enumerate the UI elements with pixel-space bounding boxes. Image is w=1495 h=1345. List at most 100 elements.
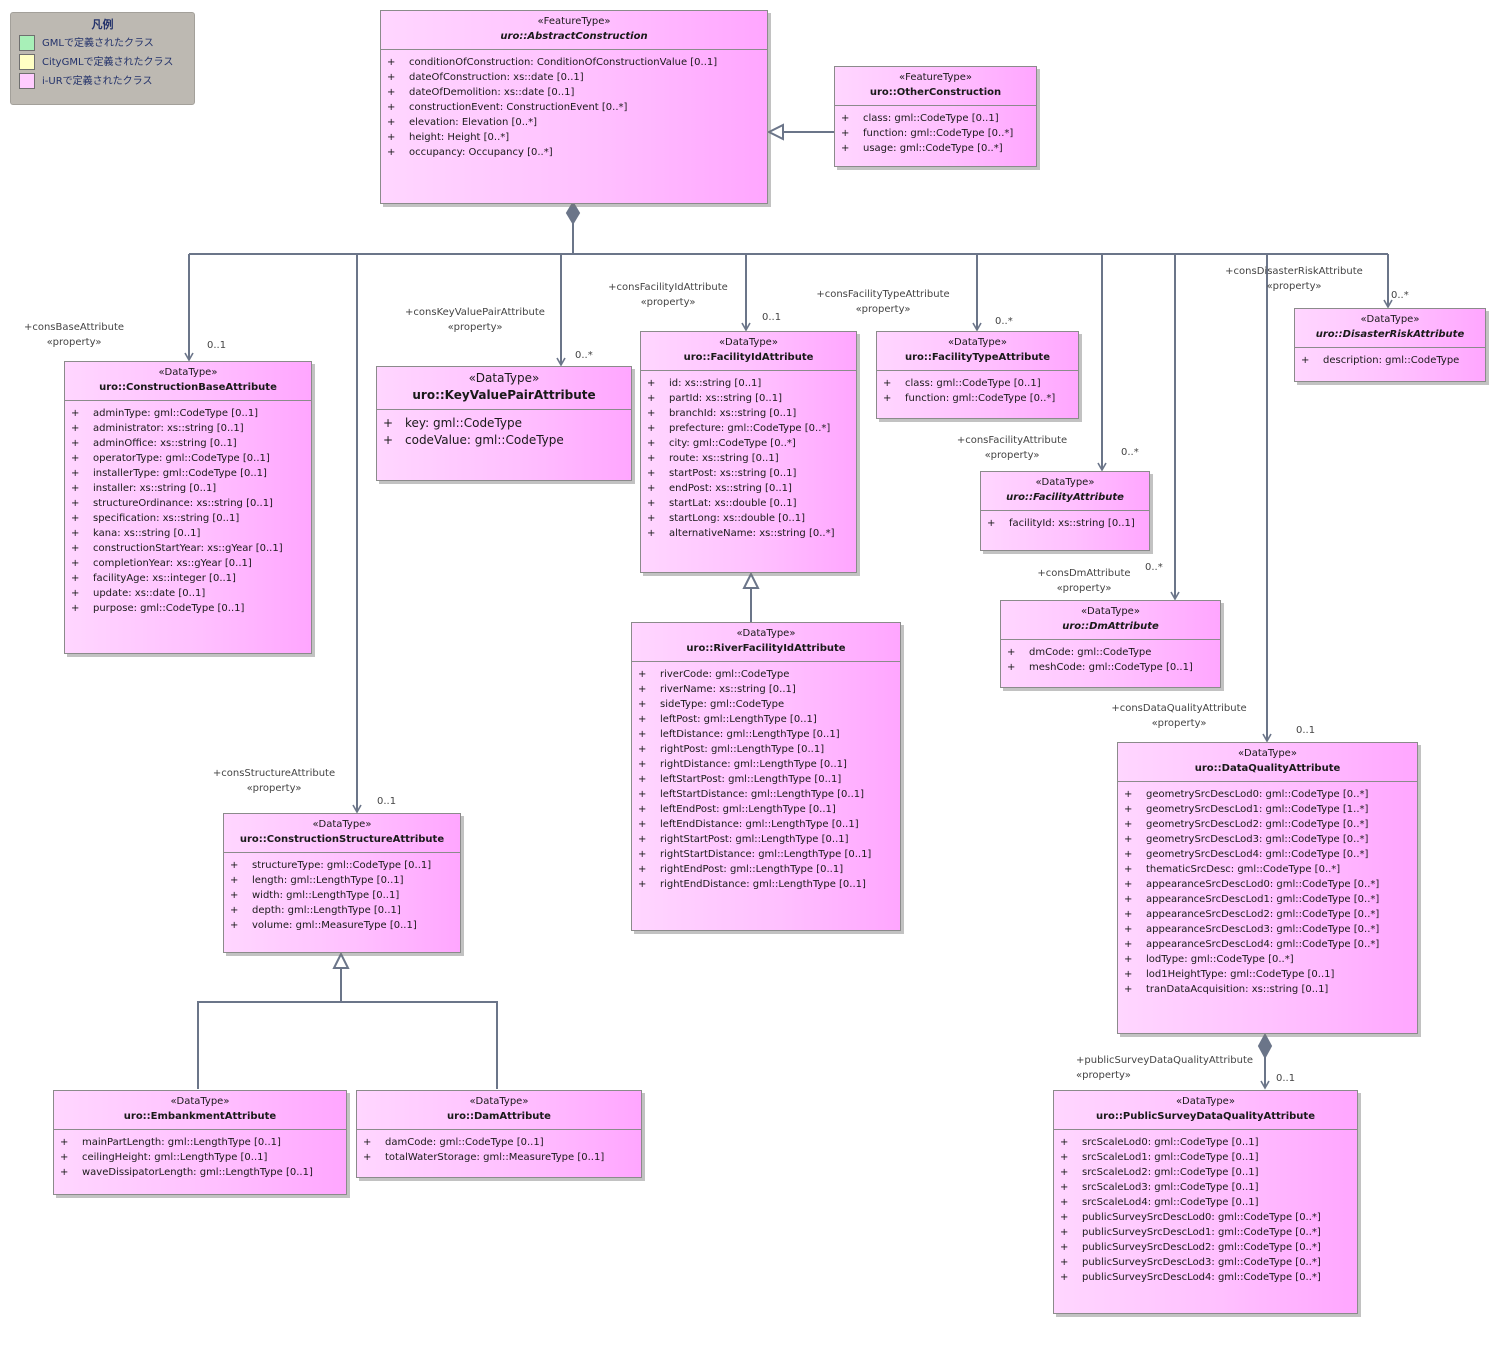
class-attribute[interactable]: +appearanceSrcDescLod2: gml::CodeType [0… xyxy=(1124,907,1411,922)
class-attribute[interactable]: +waveDissipatorLength: gml::LengthType [… xyxy=(60,1165,340,1180)
class-attribute[interactable]: +id: xs::string [0..1] xyxy=(647,376,850,391)
class-facility-id-attribute[interactable]: «DataType»uro::FacilityIdAttribute+id: x… xyxy=(640,331,857,573)
class-attribute[interactable]: +rightEndPost: gml::LengthType [0..1] xyxy=(638,862,894,877)
class-attribute[interactable]: +publicSurveySrcDescLod3: gml::CodeType … xyxy=(1060,1255,1351,1270)
class-attribute[interactable]: +endPost: xs::string [0..1] xyxy=(647,481,850,496)
class-attribute[interactable]: +rightPost: gml::LengthType [0..1] xyxy=(638,742,894,757)
class-attribute[interactable]: +administrator: xs::string [0..1] xyxy=(71,421,305,436)
class-attribute[interactable]: +codeValue: gml::CodeType xyxy=(383,432,625,449)
class-attribute[interactable]: +kana: xs::string [0..1] xyxy=(71,526,305,541)
class-attribute[interactable]: +srcScaleLod2: gml::CodeType [0..1] xyxy=(1060,1165,1351,1180)
class-attribute[interactable]: +rightEndDistance: gml::LengthType [0..1… xyxy=(638,877,894,892)
class-abstract-construction[interactable]: «FeatureType»uro::AbstractConstruction+c… xyxy=(380,10,768,204)
class-attribute[interactable]: +rightStartDistance: gml::LengthType [0.… xyxy=(638,847,894,862)
class-construction-base-attribute[interactable]: «DataType»uro::ConstructionBaseAttribute… xyxy=(64,361,312,654)
class-attribute[interactable]: +leftEndDistance: gml::LengthType [0..1] xyxy=(638,817,894,832)
class-attribute[interactable]: +publicSurveySrcDescLod4: gml::CodeType … xyxy=(1060,1270,1351,1285)
class-attribute[interactable]: +branchId: xs::string [0..1] xyxy=(647,406,850,421)
class-attribute[interactable]: +leftPost: gml::LengthType [0..1] xyxy=(638,712,894,727)
class-attribute[interactable]: +facilityAge: xs::integer [0..1] xyxy=(71,571,305,586)
class-attribute[interactable]: +specification: xs::string [0..1] xyxy=(71,511,305,526)
class-embankment-attribute[interactable]: «DataType»uro::EmbankmentAttribute+mainP… xyxy=(53,1090,347,1195)
class-attribute[interactable]: +class: gml::CodeType [0..1] xyxy=(883,376,1072,391)
class-attribute[interactable]: +appearanceSrcDescLod0: gml::CodeType [0… xyxy=(1124,877,1411,892)
class-attribute[interactable]: +publicSurveySrcDescLod2: gml::CodeType … xyxy=(1060,1240,1351,1255)
class-data-quality-attribute[interactable]: «DataType»uro::DataQualityAttribute+geom… xyxy=(1117,742,1418,1034)
class-attribute[interactable]: +startLong: xs::double [0..1] xyxy=(647,511,850,526)
class-attribute[interactable]: +facilityId: xs::string [0..1] xyxy=(987,516,1143,531)
class-attribute[interactable]: +meshCode: gml::CodeType [0..1] xyxy=(1007,660,1214,675)
class-attribute[interactable]: +geometrySrcDescLod0: gml::CodeType [0..… xyxy=(1124,787,1411,802)
class-attribute[interactable]: +width: gml::LengthType [0..1] xyxy=(230,888,454,903)
class-dm-attribute[interactable]: «DataType»uro::DmAttribute+dmCode: gml::… xyxy=(1000,600,1221,688)
class-attribute[interactable]: +usage: gml::CodeType [0..*] xyxy=(841,141,1030,156)
class-attribute[interactable]: +leftDistance: gml::LengthType [0..1] xyxy=(638,727,894,742)
class-dam-attribute[interactable]: «DataType»uro::DamAttribute+damCode: gml… xyxy=(356,1090,642,1178)
class-attribute[interactable]: +constructionStartYear: xs::gYear [0..1] xyxy=(71,541,305,556)
class-attribute[interactable]: +lodType: gml::CodeType [0..*] xyxy=(1124,952,1411,967)
class-attribute[interactable]: +srcScaleLod1: gml::CodeType [0..1] xyxy=(1060,1150,1351,1165)
class-other-construction[interactable]: «FeatureType»uro::OtherConstruction+clas… xyxy=(834,66,1037,167)
class-attribute[interactable]: +adminType: gml::CodeType [0..1] xyxy=(71,406,305,421)
class-attribute[interactable]: +ceilingHeight: gml::LengthType [0..1] xyxy=(60,1150,340,1165)
class-attribute[interactable]: +geometrySrcDescLod2: gml::CodeType [0..… xyxy=(1124,817,1411,832)
class-attribute[interactable]: +totalWaterStorage: gml::MeasureType [0.… xyxy=(363,1150,635,1165)
class-attribute[interactable]: +appearanceSrcDescLod1: gml::CodeType [0… xyxy=(1124,892,1411,907)
class-attribute[interactable]: +completionYear: xs::gYear [0..1] xyxy=(71,556,305,571)
class-attribute[interactable]: +adminOffice: xs::string [0..1] xyxy=(71,436,305,451)
class-attribute[interactable]: +riverCode: gml::CodeType xyxy=(638,667,894,682)
class-attribute[interactable]: +leftStartDistance: gml::LengthType [0..… xyxy=(638,787,894,802)
class-attribute[interactable]: +dateOfDemolition: xs::date [0..1] xyxy=(387,85,761,100)
class-attribute[interactable]: +function: gml::CodeType [0..*] xyxy=(841,126,1030,141)
class-attribute[interactable]: +publicSurveySrcDescLod0: gml::CodeType … xyxy=(1060,1210,1351,1225)
class-attribute[interactable]: +height: Height [0..*] xyxy=(387,130,761,145)
class-attribute[interactable]: +leftStartPost: gml::LengthType [0..1] xyxy=(638,772,894,787)
class-attribute[interactable]: +srcScaleLod4: gml::CodeType [0..1] xyxy=(1060,1195,1351,1210)
class-attribute[interactable]: +tranDataAcquisition: xs::string [0..1] xyxy=(1124,982,1411,997)
class-attribute[interactable]: +structureOrdinance: xs::string [0..1] xyxy=(71,496,305,511)
class-attribute[interactable]: +thematicSrcDesc: gml::CodeType [0..*] xyxy=(1124,862,1411,877)
class-attribute[interactable]: +damCode: gml::CodeType [0..1] xyxy=(363,1135,635,1150)
class-attribute[interactable]: +sideType: gml::CodeType xyxy=(638,697,894,712)
class-attribute[interactable]: +alternativeName: xs::string [0..*] xyxy=(647,526,850,541)
class-attribute[interactable]: +startPost: xs::string [0..1] xyxy=(647,466,850,481)
class-attribute[interactable]: +description: gml::CodeType xyxy=(1301,353,1479,368)
class-attribute[interactable]: +rightStartPost: gml::LengthType [0..1] xyxy=(638,832,894,847)
class-attribute[interactable]: +mainPartLength: gml::LengthType [0..1] xyxy=(60,1135,340,1150)
class-attribute[interactable]: +operatorType: gml::CodeType [0..1] xyxy=(71,451,305,466)
class-attribute[interactable]: +city: gml::CodeType [0..*] xyxy=(647,436,850,451)
class-public-survey-data-quality-attribute[interactable]: «DataType»uro::PublicSurveyDataQualityAt… xyxy=(1053,1090,1358,1314)
class-attribute[interactable]: +geometrySrcDescLod3: gml::CodeType [0..… xyxy=(1124,832,1411,847)
class-attribute[interactable]: +function: gml::CodeType [0..*] xyxy=(883,391,1072,406)
class-attribute[interactable]: +dmCode: gml::CodeType xyxy=(1007,645,1214,660)
class-key-value-pair-attribute[interactable]: «DataType»uro::KeyValuePairAttribute+key… xyxy=(376,366,632,481)
class-attribute[interactable]: +route: xs::string [0..1] xyxy=(647,451,850,466)
class-attribute[interactable]: +installerType: gml::CodeType [0..1] xyxy=(71,466,305,481)
class-attribute[interactable]: +occupancy: Occupancy [0..*] xyxy=(387,145,761,160)
class-attribute[interactable]: +update: xs::date [0..1] xyxy=(71,586,305,601)
class-facility-attribute[interactable]: «DataType»uro::FacilityAttribute+facilit… xyxy=(980,471,1150,551)
class-river-facility-id-attribute[interactable]: «DataType»uro::RiverFacilityIdAttribute+… xyxy=(631,622,901,931)
class-attribute[interactable]: +srcScaleLod0: gml::CodeType [0..1] xyxy=(1060,1135,1351,1150)
class-attribute[interactable]: +publicSurveySrcDescLod1: gml::CodeType … xyxy=(1060,1225,1351,1240)
class-attribute[interactable]: +riverName: xs::string [0..1] xyxy=(638,682,894,697)
class-attribute[interactable]: +prefecture: gml::CodeType [0..*] xyxy=(647,421,850,436)
class-facility-type-attribute[interactable]: «DataType»uro::FacilityTypeAttribute+cla… xyxy=(876,331,1079,419)
class-attribute[interactable]: +startLat: xs::double [0..1] xyxy=(647,496,850,511)
class-attribute[interactable]: +purpose: gml::CodeType [0..1] xyxy=(71,601,305,616)
class-attribute[interactable]: +structureType: gml::CodeType [0..1] xyxy=(230,858,454,873)
class-attribute[interactable]: +leftEndPost: gml::LengthType [0..1] xyxy=(638,802,894,817)
class-attribute[interactable]: +appearanceSrcDescLod3: gml::CodeType [0… xyxy=(1124,922,1411,937)
class-attribute[interactable]: +conditionOfConstruction: ConditionOfCon… xyxy=(387,55,761,70)
class-attribute[interactable]: +appearanceSrcDescLod4: gml::CodeType [0… xyxy=(1124,937,1411,952)
class-attribute[interactable]: +key: gml::CodeType xyxy=(383,415,625,432)
class-attribute[interactable]: +srcScaleLod3: gml::CodeType [0..1] xyxy=(1060,1180,1351,1195)
class-attribute[interactable]: +rightDistance: gml::LengthType [0..1] xyxy=(638,757,894,772)
class-attribute[interactable]: +length: gml::LengthType [0..1] xyxy=(230,873,454,888)
class-disaster-risk-attribute[interactable]: «DataType»uro::DisasterRiskAttribute+des… xyxy=(1294,308,1486,382)
class-attribute[interactable]: +depth: gml::LengthType [0..1] xyxy=(230,903,454,918)
class-attribute[interactable]: +installer: xs::string [0..1] xyxy=(71,481,305,496)
class-attribute[interactable]: +lod1HeightType: gml::CodeType [0..1] xyxy=(1124,967,1411,982)
class-attribute[interactable]: +dateOfConstruction: xs::date [0..1] xyxy=(387,70,761,85)
class-attribute[interactable]: +geometrySrcDescLod1: gml::CodeType [1..… xyxy=(1124,802,1411,817)
